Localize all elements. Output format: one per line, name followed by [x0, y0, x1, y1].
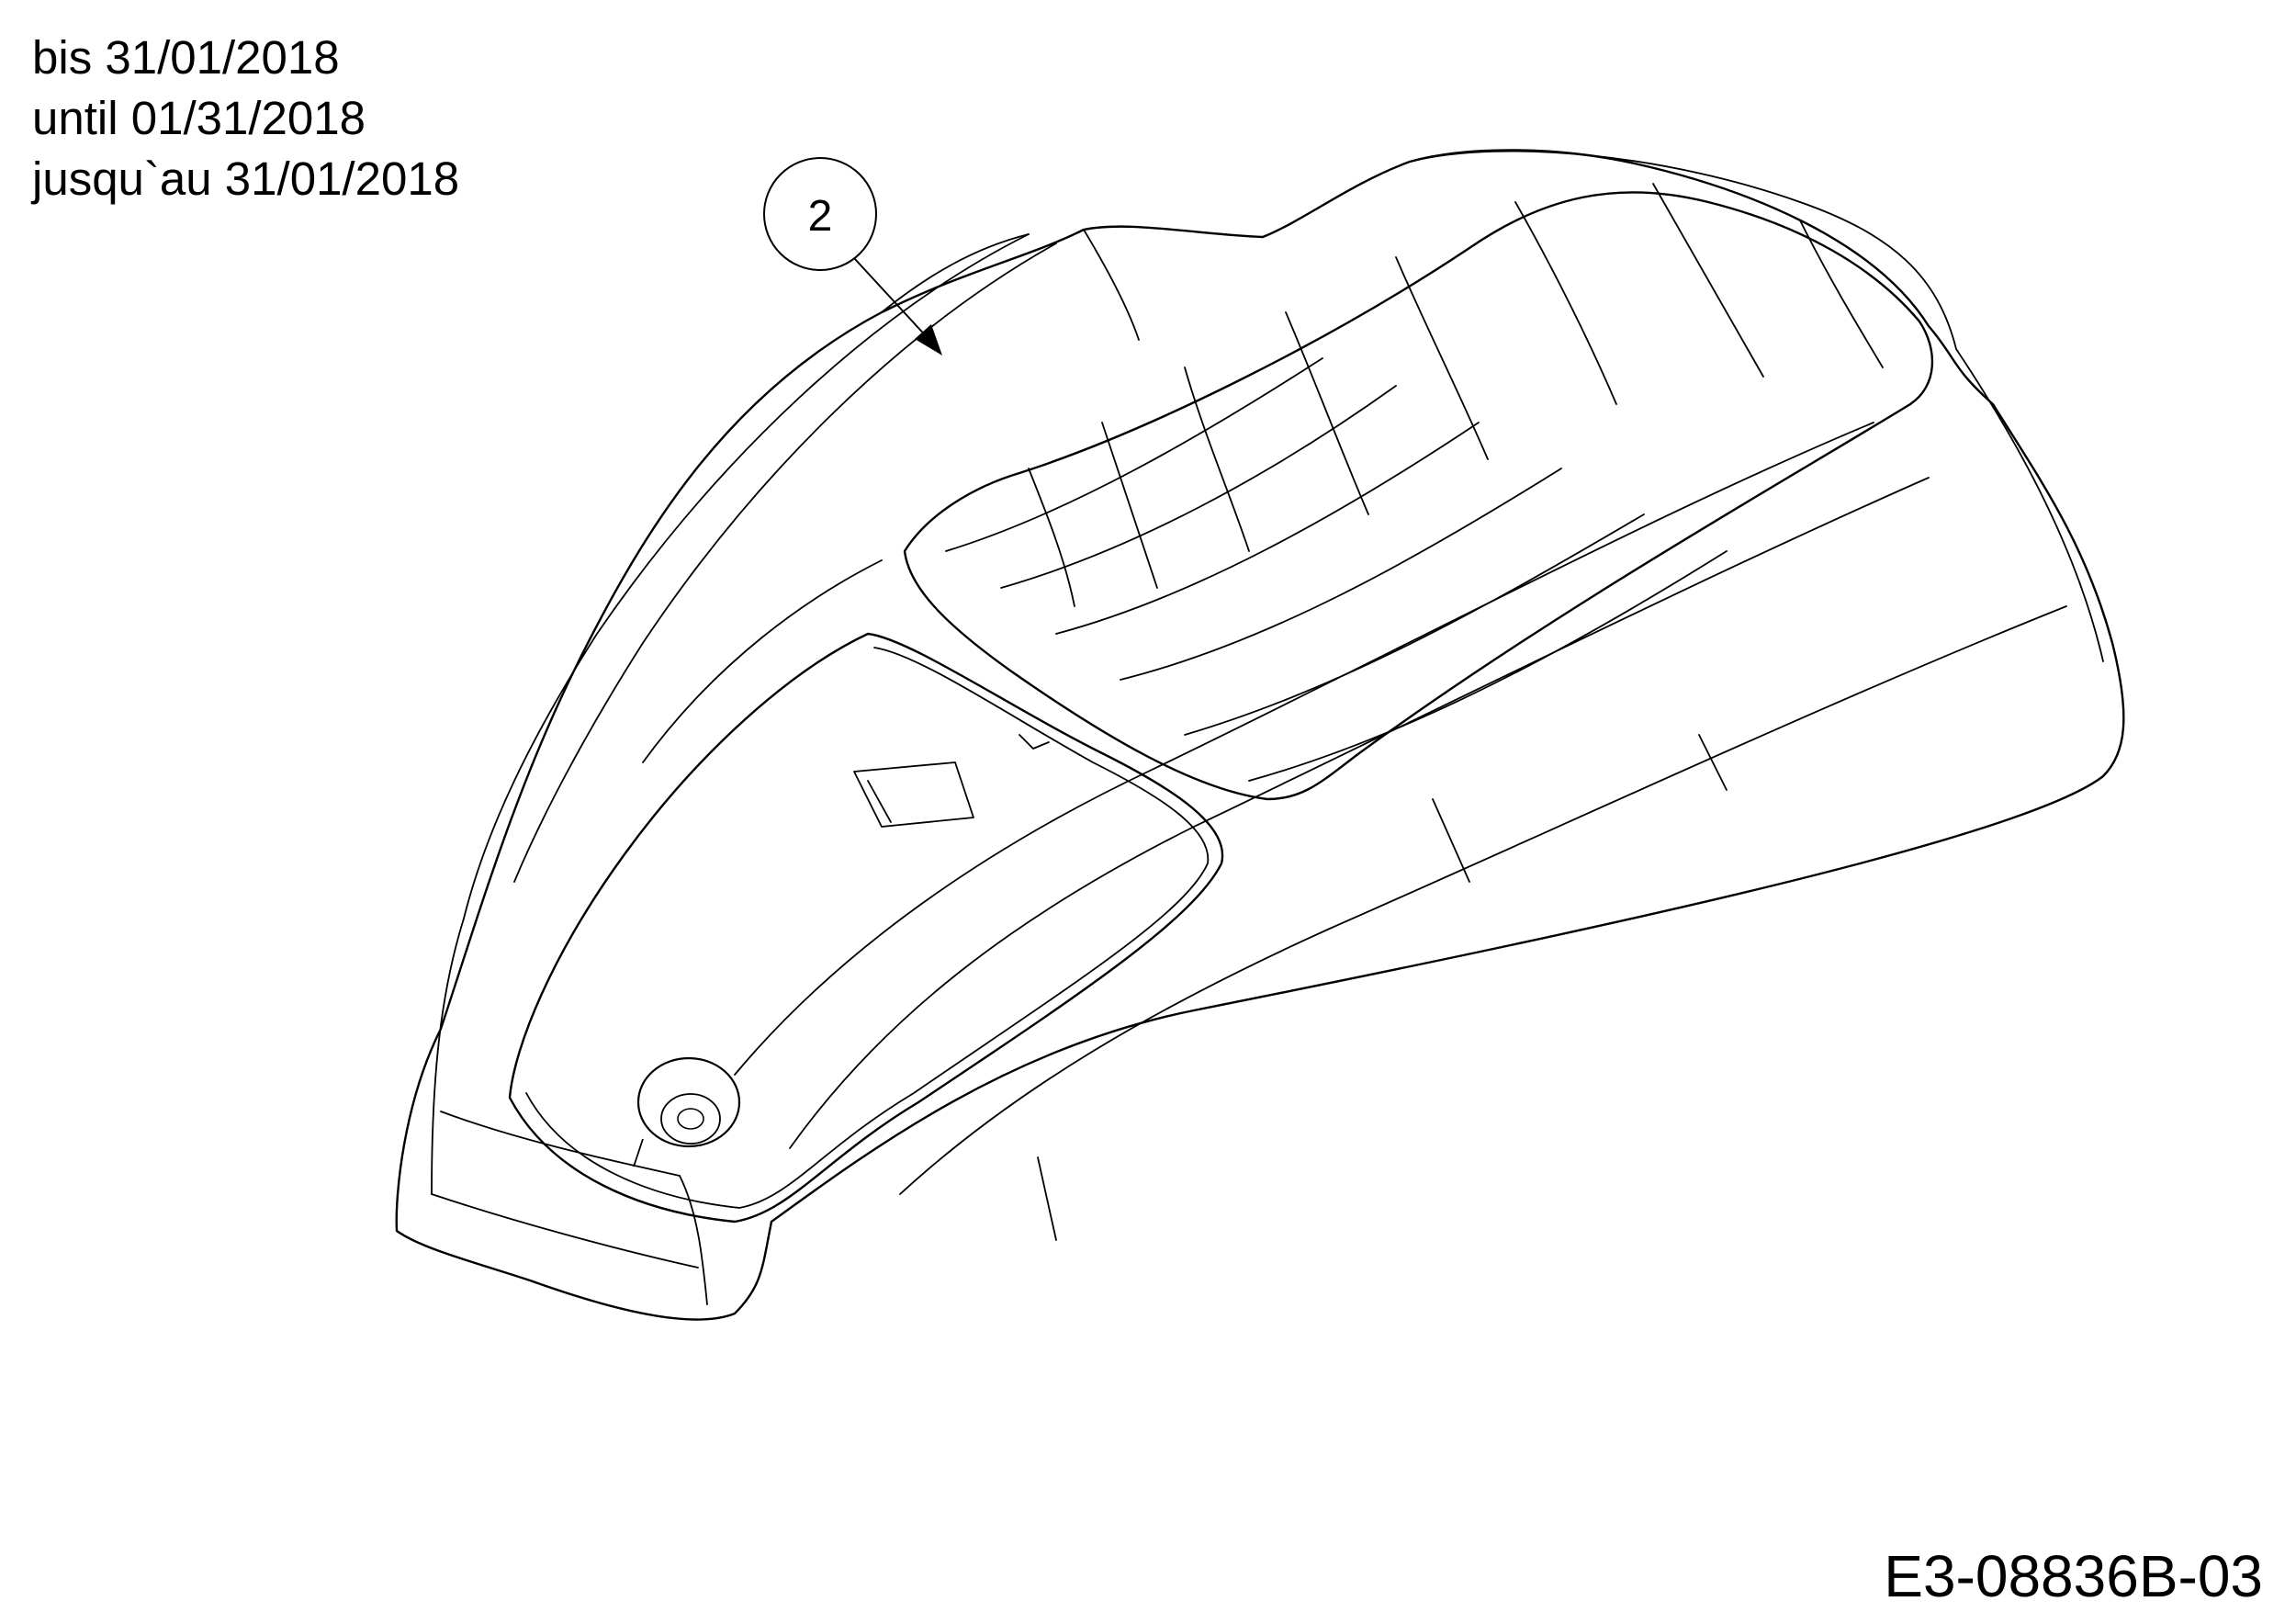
drawing-id: E3-08836B-03 [1884, 1543, 2263, 1609]
validity-note-de: bis 31/01/2018 [32, 31, 340, 84]
callout-arrowhead [915, 324, 942, 355]
vent-grille [903, 183, 1934, 801]
callout-number: 2 [808, 192, 833, 241]
validity-note-en: until 01/31/2018 [32, 92, 366, 144]
part-callout[interactable]: 2 [763, 157, 942, 355]
hood-body [395, 149, 2125, 1321]
access-lid [508, 632, 1224, 1224]
validity-note: bis 31/01/2018 until 01/31/2018 jusqu`au… [32, 28, 459, 209]
callout-balloon [763, 157, 877, 271]
lock-icon [633, 1056, 741, 1167]
validity-note-fr: jusqu`au 31/01/2018 [32, 152, 460, 205]
callout-leader [853, 257, 930, 341]
